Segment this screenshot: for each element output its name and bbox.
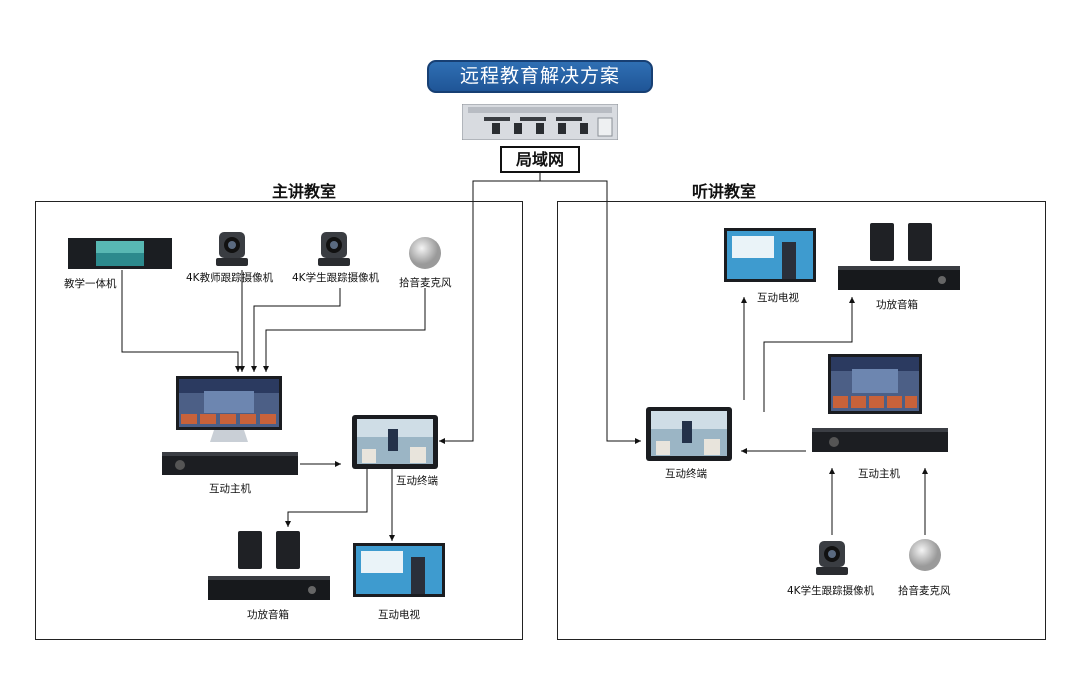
listen-camera-label: 4K学生跟踪摄像机 (787, 585, 875, 597)
mic-label: 拾音麦克风 (399, 277, 452, 289)
listen-terminal-label: 互动终端 (665, 468, 707, 480)
network-switch-icon (462, 104, 618, 140)
main-classroom-title: 主讲教室 (272, 182, 337, 201)
teacher-camera-label: 4K教师跟踪摄像机 (186, 272, 274, 284)
speaker-amp-icon (838, 223, 960, 290)
ptz-camera-icon (318, 232, 350, 266)
host-box-icon (162, 452, 298, 475)
ptz-camera-icon (216, 232, 248, 266)
smartboard-icon (68, 238, 172, 269)
ceiling-mic-icon (909, 539, 941, 571)
listen-tv-label: 互动电视 (757, 292, 799, 304)
solution-title: 远程教育解决方案 (427, 60, 653, 93)
main-tv-label: 互动电视 (378, 609, 420, 621)
listening-classroom-title: 听讲教室 (692, 182, 757, 201)
speaker-amp-icon (208, 531, 330, 600)
main-terminal-label: 互动终端 (396, 475, 438, 487)
host-box-icon (812, 428, 948, 452)
smartboard-label: 教学一体机 (64, 278, 117, 290)
tv-icon (353, 543, 445, 597)
monitor-icon (828, 354, 922, 414)
terminal-icon (646, 407, 732, 461)
lan-label: 局域网 (500, 146, 580, 173)
listen-mic-label: 拾音麦克风 (898, 585, 951, 597)
student-camera-label: 4K学生跟踪摄像机 (292, 272, 380, 284)
monitor-icon (176, 376, 282, 442)
main-classroom-frame (35, 201, 523, 640)
tv-icon (724, 228, 816, 282)
terminal-icon (352, 415, 438, 469)
listening-classroom-frame (557, 201, 1046, 640)
ptz-camera-icon (816, 541, 848, 575)
main-speaker-label: 功放音箱 (247, 609, 289, 621)
ceiling-mic-icon (409, 237, 441, 269)
listen-speaker-label: 功放音箱 (876, 299, 918, 311)
main-host-label: 互动主机 (209, 483, 251, 495)
listen-host-label: 互动主机 (858, 468, 900, 480)
